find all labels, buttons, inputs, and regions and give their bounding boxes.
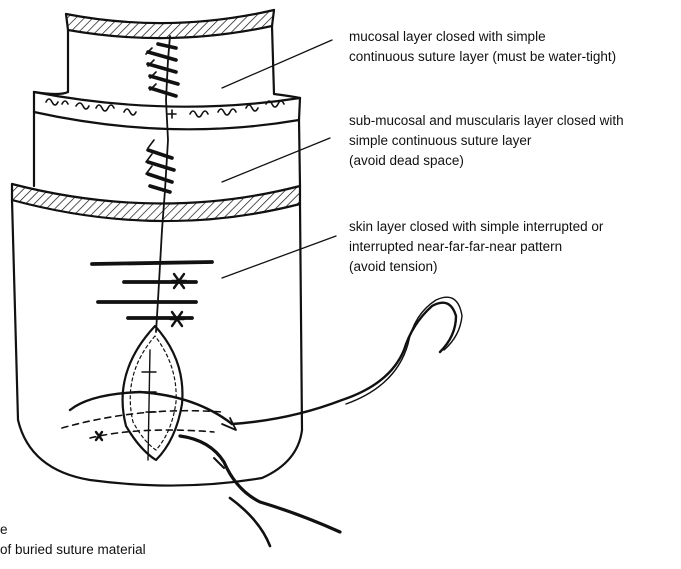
annotation-mucosal-line-1: mucosal layer closed with simple <box>349 27 616 47</box>
annotation-mucosal: mucosal layer closed with simple continu… <box>349 27 616 67</box>
annotation-skin-line-2: interrupted near-far-far-near pattern <box>349 237 603 257</box>
muscularis-loops <box>46 99 284 118</box>
annotation-skin: skin layer closed with simple interrupte… <box>349 217 603 277</box>
submucosal-continuous-suture <box>146 140 174 192</box>
annotation-submucosal-line-1: sub-mucosal and muscularis layer closed … <box>349 111 624 131</box>
annotation-skin-line-3: (avoid tension) <box>349 257 603 277</box>
annotation-submucosal: sub-mucosal and muscularis layer closed … <box>349 111 624 171</box>
annotation-submucosal-line-2: simple continuous suture layer <box>349 131 624 151</box>
skin-tier <box>12 184 302 486</box>
annotation-submucosal-line-3: (avoid dead space) <box>349 151 624 171</box>
annotation-footnote-line-2: of buried suture material <box>0 540 146 560</box>
annotation-footnote-line-1: e <box>0 520 146 540</box>
leader-line-skin <box>222 236 336 278</box>
leader-line-mucosal <box>222 40 332 88</box>
suture-needle-thread <box>70 297 462 546</box>
mucosal-continuous-suture <box>146 44 178 96</box>
annotation-skin-line-1: skin layer closed with simple interrupte… <box>349 217 603 237</box>
leader-line-submucosal <box>222 138 330 182</box>
leader-lines <box>222 40 336 278</box>
annotation-footnote: e of buried suture material <box>0 520 146 560</box>
annotation-mucosal-line-2: continuous suture layer (must be water-t… <box>349 47 616 67</box>
skin-interrupted-sutures <box>92 262 212 326</box>
